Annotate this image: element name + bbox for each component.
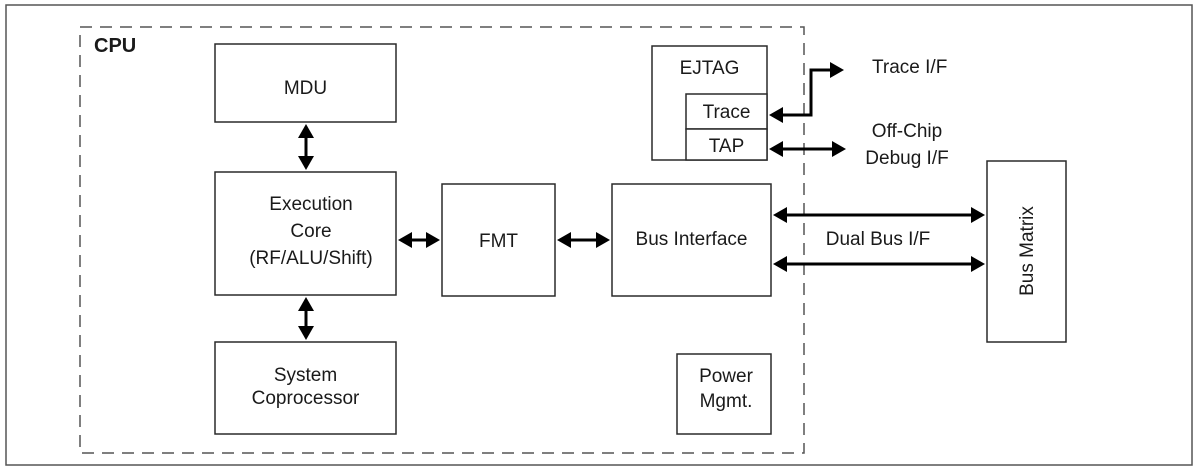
- dual-bus-arrow-upper: [773, 207, 985, 223]
- trace-if-arrow: [769, 62, 844, 123]
- off-chip-debug-if-line-2: Debug I/F: [865, 148, 948, 169]
- bus-interface-block: Bus Interface: [611, 183, 772, 297]
- ejtag-label: EJTAG: [680, 58, 740, 79]
- trace-block: [685, 93, 768, 130]
- mdu-label: MDU: [284, 78, 327, 99]
- bus-matrix-label: Bus Matrix: [1017, 206, 1038, 296]
- system-coprocessor-line-2: Coprocessor: [252, 388, 360, 409]
- fmt-label: FMT: [479, 231, 518, 252]
- execution-core-line-3: (RF/ALU/Shift): [249, 248, 373, 269]
- bus-matrix-block: Bus Matrix: [986, 160, 1067, 343]
- tap-block: [685, 128, 768, 161]
- off-chip-debug-if-line-1: Off-Chip: [872, 121, 942, 142]
- cpu-label: CPU: [94, 35, 136, 57]
- system-coprocessor-block: System Coprocessor: [214, 341, 397, 435]
- execution-core-block: Execution Core (RF/ALU/Shift): [214, 171, 397, 296]
- mdu-block: MDU: [214, 43, 397, 123]
- core-coprocessor-arrow: [298, 297, 314, 340]
- ejtag-block: EJTAG Trace TAP: [651, 45, 768, 161]
- dual-bus-arrow-lower: [773, 256, 985, 272]
- dual-bus-if-label: Dual Bus I/F: [826, 229, 931, 250]
- mdu-core-arrow: [298, 124, 314, 170]
- bus-interface-label: Bus Interface: [636, 229, 748, 250]
- off-chip-debug-arrow: [769, 141, 846, 157]
- outer-frame: [5, 4, 1193, 466]
- cpu-boundary: [79, 26, 805, 454]
- trace-if-label: Trace I/F: [872, 57, 947, 78]
- power-mgmt-block: Power Mgmt.: [676, 353, 772, 435]
- core-fmt-arrow: [398, 232, 440, 248]
- power-mgmt-line-2: Mgmt.: [700, 391, 753, 412]
- tap-label: TAP: [709, 136, 745, 157]
- execution-core-line-2: Core: [290, 221, 331, 242]
- fmt-bus-interface-arrow: [557, 232, 610, 248]
- execution-core-line-1: Execution: [269, 194, 352, 215]
- power-mgmt-line-1: Power: [699, 366, 754, 387]
- system-coprocessor-line-1: System: [274, 365, 337, 386]
- trace-label: Trace: [703, 102, 751, 123]
- fmt-block: FMT: [441, 183, 556, 297]
